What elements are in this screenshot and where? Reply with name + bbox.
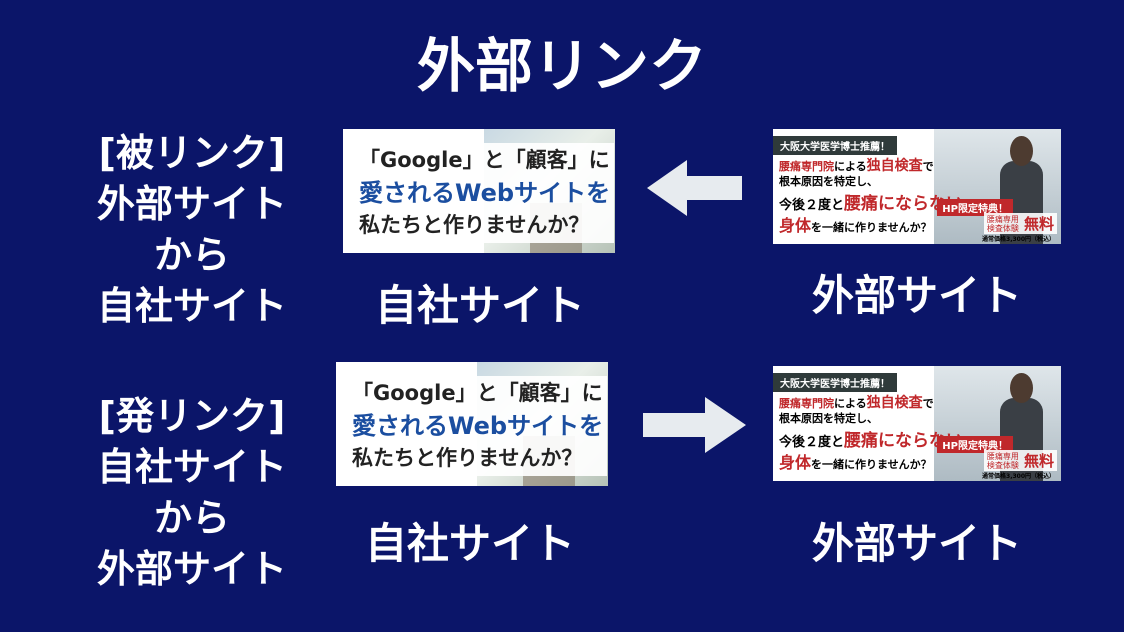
row2-side-line3: から — [153, 496, 230, 540]
row2-side-line4: 外部サイト — [96, 547, 287, 591]
own-copy-line2: 愛されるWebサイトを — [352, 412, 604, 440]
ext-line4: 身体を一緒に作りませんか？ — [779, 216, 932, 235]
row2-side-line1: [発リンク] — [98, 394, 286, 438]
row1-side-label: [被リンク] 外部サイト から 自社サイト — [72, 128, 312, 332]
ext-line1: 腰痛専門院による独自検査で — [779, 158, 934, 174]
ext-line3: 今後２度と腰痛にならない — [779, 431, 964, 451]
page-title: 外部リンク — [416, 32, 707, 100]
row1-side-line1: [被リンク] — [98, 131, 286, 175]
ext-header: 大阪大学医学博士推薦！ — [773, 136, 897, 155]
own-copy-line3: 私たちと作りませんか？ — [359, 213, 590, 237]
row1-right-caption: 外部サイト — [811, 271, 1022, 320]
ext-badge: HP限定特典！ — [937, 199, 1013, 216]
own-site-thumbnail: 「Google」と「顧客」に 愛されるWebサイトを 私たちと作りませんか？ — [343, 129, 615, 253]
ext-price: 通常価格3,300円（税込） — [982, 236, 1055, 243]
external-site-thumbnail: 大阪大学医学博士推薦！ 腰痛専門院による独自検査で 根本原因を特定し、 今後２度… — [773, 366, 1061, 481]
own-copy-line2: 愛されるWebサイトを — [359, 179, 611, 207]
ext-line4: 身体を一緒に作りませんか？ — [779, 453, 932, 472]
left-arrow-icon — [647, 160, 742, 216]
ext-line2: 根本原因を特定し、 — [779, 175, 878, 188]
row2-side-line2: 自社サイト — [96, 445, 287, 489]
row2-right-caption: 外部サイト — [811, 519, 1022, 568]
row2-side-label: [発リンク] 自社サイト から 外部サイト — [72, 391, 312, 595]
ext-price: 通常価格3,300円（税込） — [982, 473, 1055, 480]
ext-badge: HP限定特典！ — [937, 436, 1013, 453]
external-site-thumbnail: 大阪大学医学博士推薦！ 腰痛専門院による独自検査で 根本原因を特定し、 今後２度… — [773, 129, 1061, 244]
own-site-copy: 「Google」と「顧客」に 愛されるWebサイトを 私たちと作りませんか？ — [355, 143, 615, 243]
own-site-thumbnail: 「Google」と「顧客」に 愛されるWebサイトを 私たちと作りませんか？ — [336, 362, 608, 486]
row2-left-caption: 自社サイト — [364, 519, 575, 568]
ext-line2: 根本原因を特定し、 — [779, 412, 878, 425]
own-copy-line1: 「Google」と「顧客」に — [359, 148, 610, 172]
row1-left-caption: 自社サイト — [374, 281, 585, 330]
row1-side-line3: から — [153, 233, 230, 277]
ext-line3: 今後２度と腰痛にならない — [779, 194, 964, 214]
row1-side-line2: 外部サイト — [96, 182, 287, 226]
ext-header: 大阪大学医学博士推薦！ — [773, 373, 897, 392]
own-site-copy: 「Google」と「顧客」に 愛されるWebサイトを 私たちと作りませんか？ — [348, 376, 608, 476]
row1-side-line4: 自社サイト — [96, 284, 287, 328]
right-arrow-icon — [643, 397, 746, 453]
own-copy-line3: 私たちと作りませんか？ — [352, 446, 583, 470]
own-copy-line1: 「Google」と「顧客」に — [352, 381, 603, 405]
ext-offer: 腰痛専用検査体験 無料 — [983, 450, 1057, 471]
ext-line1: 腰痛専門院による独自検査で — [779, 395, 934, 411]
ext-offer: 腰痛専用検査体験 無料 — [983, 213, 1057, 234]
